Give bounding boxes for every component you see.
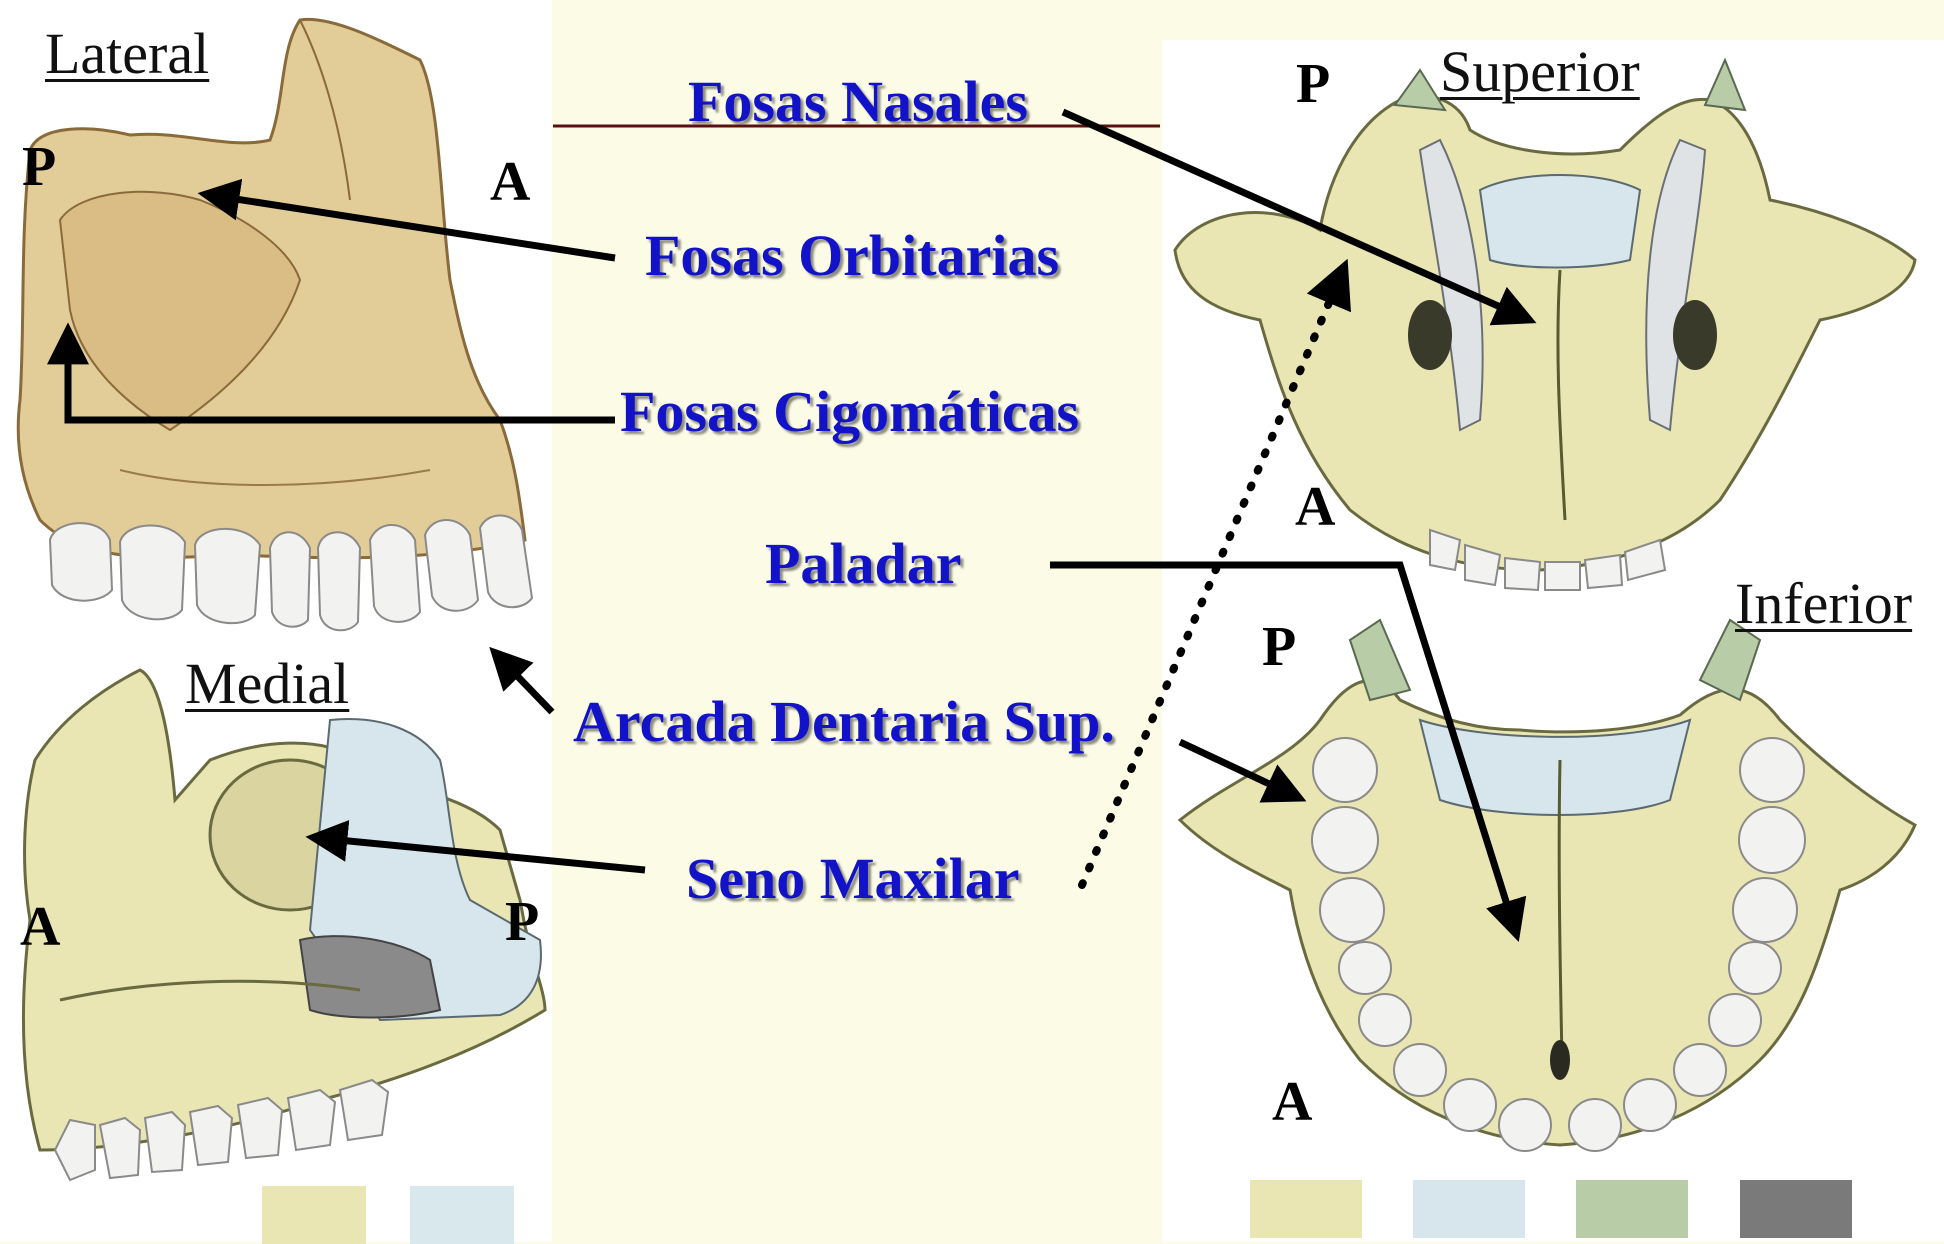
orientation-lateral-anterior: A: [490, 150, 530, 214]
orientation-inferior-anterior: A: [1272, 1070, 1312, 1134]
orientation-medial-posterior: P: [505, 890, 539, 954]
medial-maxilla-illustration: [23, 670, 545, 1180]
orientation-inferior-posterior: P: [1262, 615, 1296, 679]
view-label-lateral: Lateral: [45, 20, 209, 87]
view-label-inferior: Inferior: [1735, 570, 1912, 637]
color-swatch: [1740, 1180, 1852, 1238]
term-fosas-nasales: Fosas Nasales: [688, 68, 1028, 135]
lateral-maxilla-illustration: [18, 19, 532, 630]
orientation-lateral-posterior: P: [22, 135, 56, 199]
term-fosas-cigomaticas: Fosas Cigomáticas: [620, 378, 1079, 445]
view-label-medial: Medial: [185, 650, 349, 717]
color-swatch: [410, 1186, 514, 1244]
color-swatch: [1576, 1180, 1688, 1238]
superior-maxilla-illustration: [1175, 60, 1915, 590]
orientation-superior-anterior: A: [1295, 475, 1335, 539]
color-swatch: [1413, 1180, 1525, 1238]
orientation-superior-posterior: P: [1296, 52, 1330, 116]
orientation-medial-anterior: A: [20, 895, 60, 959]
term-fosas-orbitarias: Fosas Orbitarias: [645, 222, 1059, 289]
color-swatch: [1250, 1180, 1362, 1238]
view-label-superior: Superior: [1440, 38, 1640, 105]
term-paladar: Paladar: [765, 530, 962, 597]
term-seno-maxilar: Seno Maxilar: [686, 845, 1019, 912]
color-swatch: [262, 1186, 366, 1244]
term-arcada-dentaria: Arcada Dentaria Sup.: [573, 688, 1115, 755]
